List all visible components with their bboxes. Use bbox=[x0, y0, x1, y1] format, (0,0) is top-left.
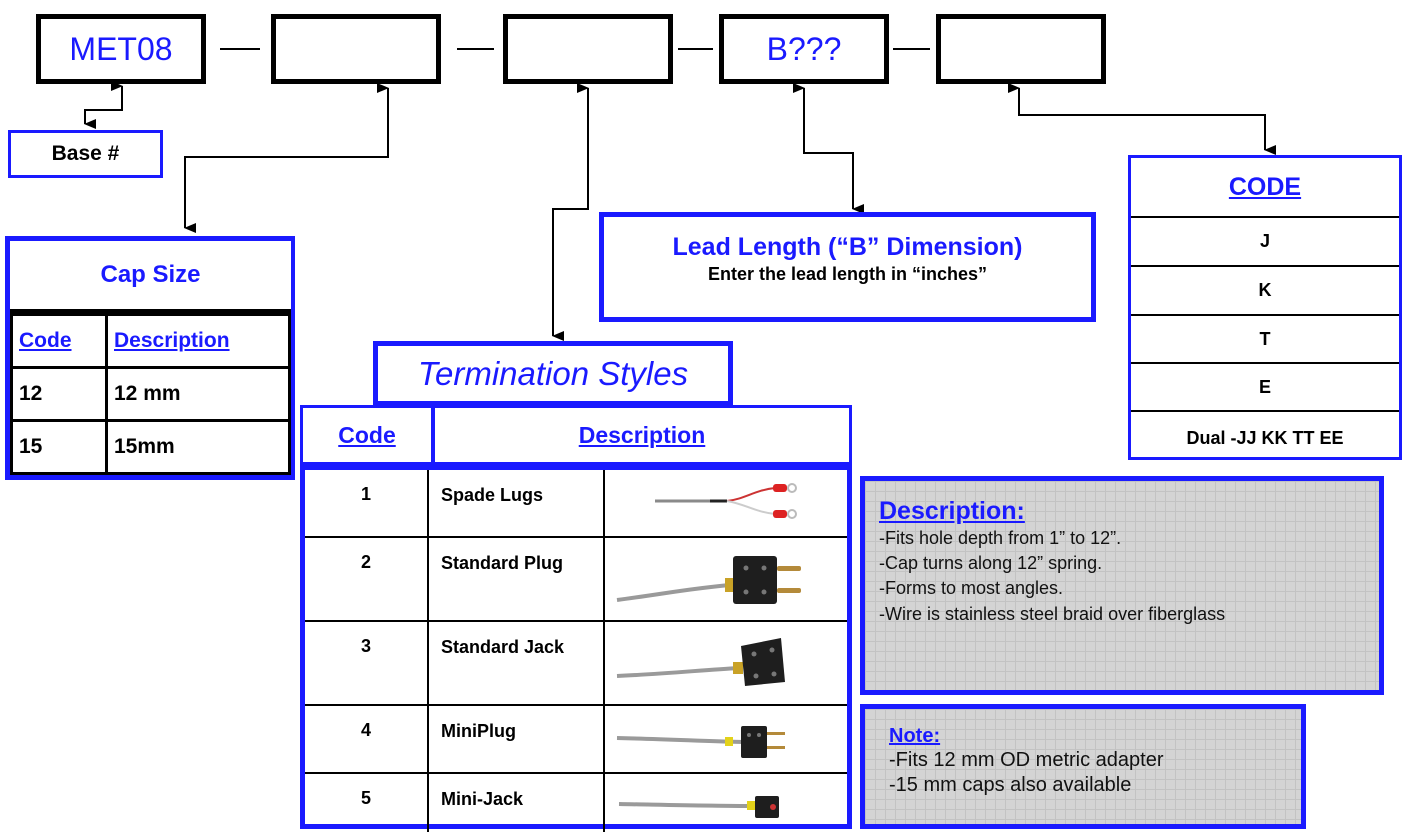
termination-description: Mini-Jack bbox=[429, 774, 605, 832]
termination-header-description: Description bbox=[578, 421, 706, 448]
table-row: 15 15mm bbox=[10, 419, 291, 475]
termination-code: 4 bbox=[305, 706, 429, 772]
part-number-text: MET08 bbox=[69, 30, 173, 67]
list-item: K bbox=[1131, 267, 1399, 316]
mini-jack-thermocouple-icon bbox=[605, 774, 847, 832]
termination-description: Standard Plug bbox=[429, 538, 605, 620]
termination-header: Code Description bbox=[300, 405, 852, 465]
cap-size-header-description: Description bbox=[105, 313, 291, 369]
termination-description: Spade Lugs bbox=[429, 470, 605, 536]
termination-description: Standard Jack bbox=[429, 622, 605, 704]
base-label: Base # bbox=[51, 142, 120, 165]
termination-code: 2 bbox=[305, 538, 429, 620]
description-title: Description: bbox=[879, 497, 1025, 525]
lead-length-box: Lead Length (“B” Dimension) Enter the le… bbox=[599, 212, 1096, 322]
separator-dash bbox=[457, 48, 494, 50]
base-label-box: Base # bbox=[8, 130, 163, 178]
list-item: J bbox=[1131, 218, 1399, 267]
part-number-box-base: MET08 bbox=[36, 14, 206, 84]
table-row: 5 Mini-Jack bbox=[305, 774, 847, 832]
cap-size-description: 15mm bbox=[105, 419, 291, 475]
table-row: 12 12 mm bbox=[10, 366, 291, 422]
separator-dash bbox=[220, 48, 260, 50]
note-title: Note: bbox=[889, 725, 941, 747]
termination-title-box: Termination Styles bbox=[373, 341, 733, 406]
standard-plug-thermocouple-icon bbox=[605, 538, 847, 620]
cap-size-code: 12 bbox=[10, 366, 108, 422]
termination-code: 1 bbox=[305, 470, 429, 536]
part-number-box-cap bbox=[271, 14, 441, 84]
list-item: E bbox=[1131, 364, 1399, 412]
description-line: -Forms to most angles. bbox=[879, 578, 1064, 599]
part-number-box-code bbox=[936, 14, 1106, 84]
cap-size-header-code: Code bbox=[10, 313, 108, 369]
table-row: 2 Standard Plug bbox=[305, 538, 847, 622]
cap-size-code: 15 bbox=[10, 419, 108, 475]
note-line: -15 mm caps also available bbox=[889, 774, 1132, 796]
table-row: 4 MiniPlug bbox=[305, 706, 847, 774]
termination-code: 3 bbox=[305, 622, 429, 704]
note-panel: Note: -Fits 12 mm OD metric adapter -15 … bbox=[860, 704, 1306, 829]
lead-length-subtitle: Enter the lead length in “inches” bbox=[707, 264, 988, 284]
lead-length-title: Lead Length (“B” Dimension) bbox=[672, 233, 1023, 261]
termination-table: 1 Spade Lugs 2 Standard Plug bbox=[300, 465, 852, 832]
spade-lugs-thermocouple-icon bbox=[605, 470, 847, 536]
cap-size-table: Cap Size Code Description 12 12 mm 15 15… bbox=[5, 236, 295, 480]
termination-title: Termination Styles bbox=[417, 354, 689, 392]
part-number-text: B??? bbox=[766, 30, 842, 67]
standard-jack-thermocouple-icon bbox=[605, 622, 847, 704]
table-row: 3 Standard Jack bbox=[305, 622, 847, 706]
termination-code: 5 bbox=[305, 774, 429, 832]
termination-description: MiniPlug bbox=[429, 706, 605, 772]
description-line: -Fits hole depth from 1” to 12”. bbox=[879, 528, 1122, 548]
cap-size-title: Cap Size bbox=[10, 241, 291, 313]
code-table-title: CODE bbox=[1228, 172, 1302, 201]
mini-plug-thermocouple-icon bbox=[605, 706, 847, 772]
part-number-box-termination bbox=[503, 14, 673, 84]
part-number-box-lead-length: B??? bbox=[719, 14, 889, 84]
description-line: -Wire is stainless steel braid over fibe… bbox=[879, 603, 1226, 624]
termination-header-code: Code bbox=[338, 421, 396, 448]
note-line: -Fits 12 mm OD metric adapter bbox=[889, 749, 1164, 771]
list-item: T bbox=[1131, 316, 1399, 364]
table-row: 1 Spade Lugs bbox=[305, 470, 847, 538]
separator-dash bbox=[678, 48, 713, 50]
description-panel: Description: -Fits hole depth from 1” to… bbox=[860, 476, 1384, 695]
code-table: CODE J K T E Dual -JJ KK TT EE bbox=[1128, 155, 1402, 460]
cap-size-description: 12 mm bbox=[105, 366, 291, 422]
list-item: Dual -JJ KK TT EE bbox=[1186, 428, 1344, 448]
description-line: -Cap turns along 12” spring. bbox=[879, 553, 1103, 574]
separator-dash bbox=[893, 48, 930, 50]
